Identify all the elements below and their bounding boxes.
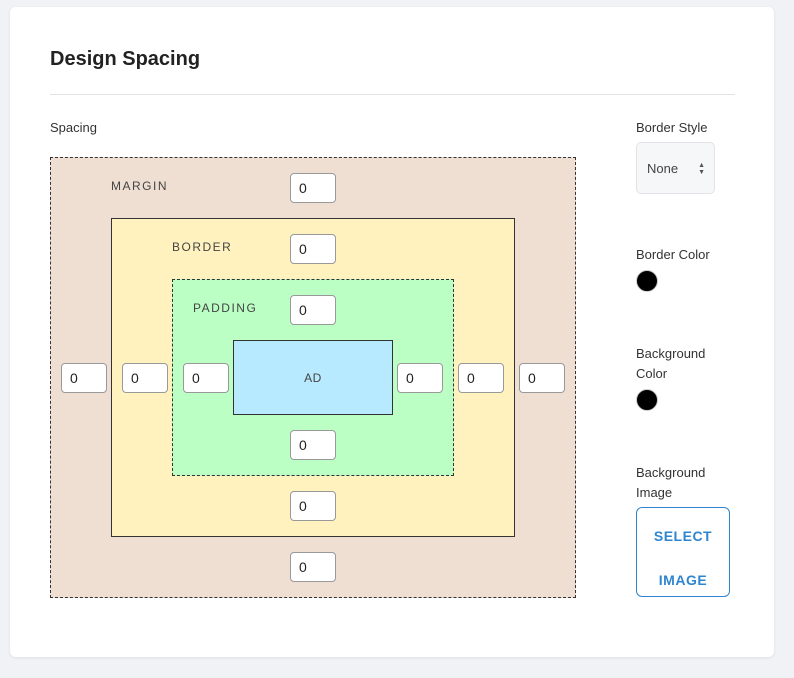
select-arrows-icon: ▲▼ [698,162,705,176]
border-style-select[interactable]: None ▲▼ [636,142,715,194]
margin-bottom-input[interactable] [290,552,336,582]
background-color-label-line2: Color [636,366,668,381]
border-color-label: Border Color [636,247,710,262]
margin-top-input[interactable] [290,173,336,203]
background-image-label-line2: Image [636,485,673,500]
background-color-label: Background Color [636,344,705,384]
padding-left-input[interactable] [183,363,229,393]
content-box: AD [233,340,393,415]
padding-bottom-input[interactable] [290,430,336,460]
margin-left-input[interactable] [61,363,107,393]
background-image-label: Background Image [636,463,705,503]
spacing-label: Spacing [50,120,97,135]
border-bottom-input[interactable] [290,491,336,521]
background-color-label-line1: Background [636,346,706,361]
border-style-label: Border Style [636,120,708,135]
margin-right-input[interactable] [519,363,565,393]
content-label: AD [304,370,322,385]
background-image-label-line1: Background [636,465,706,480]
padding-right-input[interactable] [397,363,443,393]
select-image-line1: SELECT [653,528,713,544]
padding-label: PADDING [193,301,258,315]
select-image-button[interactable]: SELECT IMAGE [636,507,730,597]
background-color-swatch[interactable] [636,389,658,411]
panel-title: Design Spacing [50,48,201,70]
border-left-input[interactable] [122,363,168,393]
padding-top-input[interactable] [290,295,336,325]
border-top-input[interactable] [290,234,336,264]
border-color-swatch[interactable] [636,270,658,292]
border-right-input[interactable] [458,363,504,393]
border-label: BORDER [172,240,233,254]
select-image-line2: IMAGE [658,572,708,588]
margin-label: MARGIN [111,179,168,193]
border-style-value: None [647,160,679,176]
title-divider [50,94,735,95]
